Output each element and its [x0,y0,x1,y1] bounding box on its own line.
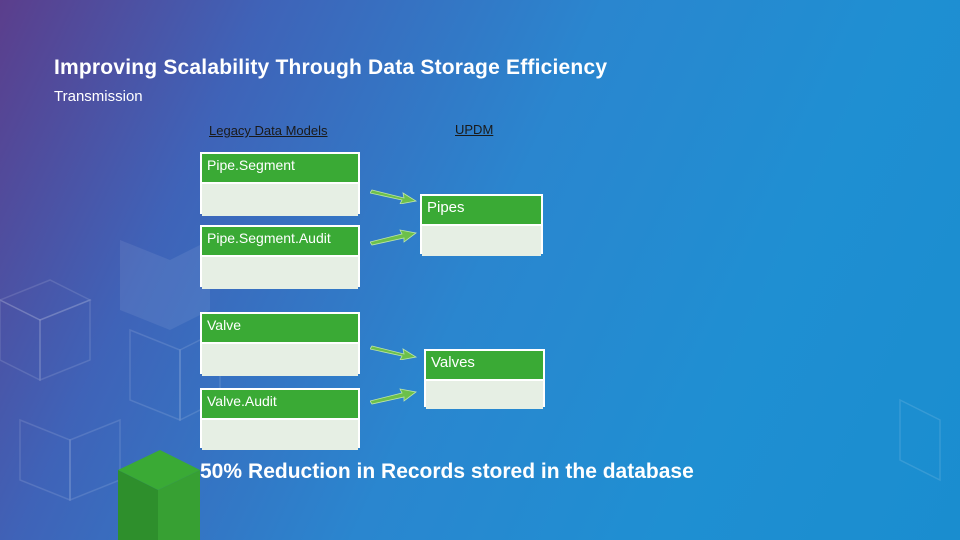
updm-table-pipes: Pipes [420,194,543,256]
updm-table-valves: Valves [424,349,545,409]
arrow-right-down-icon [370,345,418,360]
legacy-table-pipe-segment-audit: Pipe.Segment.Audit [200,225,360,289]
arrow-right-down-icon [370,189,418,204]
legacy-column-label: Legacy Data Models [209,123,328,138]
table-body [426,379,543,409]
table-header: Valve.Audit [202,390,358,418]
legacy-table-valve: Valve [200,312,360,376]
legacy-table-valve-audit: Valve.Audit [200,388,360,450]
table-body [202,342,358,376]
updm-column-label: UPDM [455,122,494,137]
table-header: Pipe.Segment.Audit [202,227,358,255]
slide-title: Improving Scalability Through Data Stora… [54,56,608,79]
arrow-right-up-icon [370,388,417,405]
table-body [202,418,358,450]
reduction-percent: 50% [200,460,243,483]
table-header: Pipes [422,196,541,224]
reduction-statement: 50%Reduction in Records stored in the da… [200,460,700,484]
legacy-table-pipe-segment: Pipe.Segment [200,152,360,216]
arrow-right-up-icon [370,229,417,246]
table-body [422,224,541,256]
table-header: Pipe.Segment [202,154,358,182]
table-header: Valves [426,351,543,379]
table-body [202,182,358,216]
table-header: Valve [202,314,358,342]
slide-subtitle: Transmission [54,88,143,105]
reduction-text: Reduction in Records stored in the datab… [248,460,694,483]
table-body [202,255,358,289]
